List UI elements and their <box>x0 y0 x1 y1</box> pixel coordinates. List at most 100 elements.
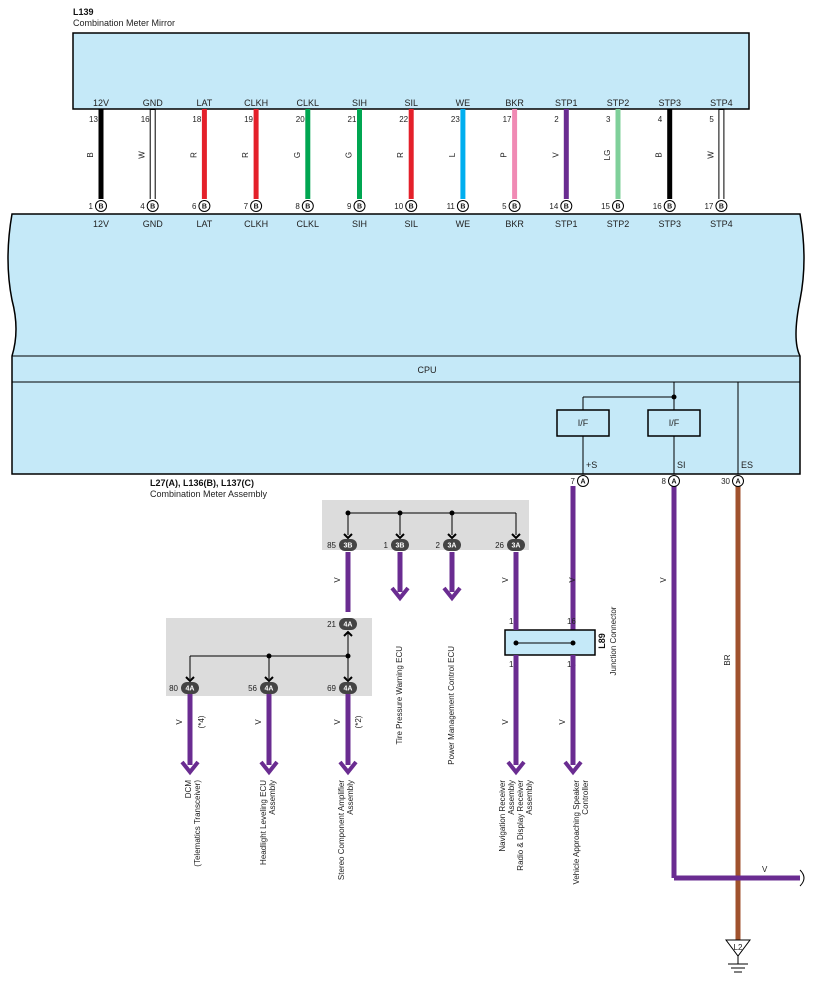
wire-code-85: V <box>333 577 342 583</box>
output-pin-es: 30 <box>721 477 730 486</box>
wire-code-stp2: LG <box>603 150 612 161</box>
assembly-pin-num-clkh: 7 <box>244 202 249 211</box>
junction-4a-out-terminal-56 <box>260 682 278 694</box>
assembly-terminal-conn-12v: B <box>98 204 103 211</box>
assembly-pin-name-sih: SIH <box>352 219 367 229</box>
output-terminal-es <box>732 475 744 487</box>
mirror-harness: 12V13BB112VGND16WB4GNDLAT18RB6LATCLKH19R… <box>86 98 733 229</box>
device-power-management-ecu: Power Management Control ECU <box>447 646 456 765</box>
output-terminal-conn-es: A <box>735 479 740 486</box>
junction-block-3 <box>322 500 529 550</box>
junction-4a-chevron-69 <box>343 676 353 683</box>
junction-3-dot-85 <box>345 510 351 516</box>
wire-code-26: V <box>501 577 510 583</box>
output-terminal-si <box>668 475 680 487</box>
assembly-terminal-sih <box>353 200 366 212</box>
mirror-pin-num-gnd: 16 <box>141 115 150 124</box>
if-block-left <box>556 409 610 437</box>
wire-code-gnd: W <box>138 151 147 159</box>
device-dcm: DCM(Telematics Transceiver) <box>184 780 202 867</box>
assembly-terminal-conn-stp3: B <box>667 204 672 211</box>
assembly-pin-num-we: 11 <box>447 202 456 211</box>
assembly-pin-num-stp4: 17 <box>704 202 713 211</box>
assembly-pin-name-stp4: STP4 <box>710 219 733 229</box>
assembly-terminal-stp2 <box>612 200 624 212</box>
junction-3-dot-2 <box>449 510 455 516</box>
junction-3-terminal-26 <box>507 539 525 551</box>
junction-4a-dot-69 <box>345 653 351 659</box>
mirror-box <box>72 32 750 110</box>
wire-code-l89-15: V <box>558 719 567 725</box>
wire-code-sih: G <box>345 152 354 158</box>
assembly-terminal-conn-sil: B <box>409 204 414 211</box>
assembly-body <box>7 213 805 475</box>
if-bus-dot <box>671 394 677 400</box>
wire-code-12v: B <box>86 152 95 157</box>
junction-4a-out-terminal-80 <box>181 682 199 694</box>
mirror-name: Combination Meter Mirror <box>73 18 175 28</box>
mirror-pin-name-lat: LAT <box>196 98 212 108</box>
junction-3-terminal-1 <box>391 539 409 551</box>
device-stereo-amplifier: Stereo Component AmplifierAssembly <box>337 780 355 880</box>
assembly-pin-num-stp2: 15 <box>601 202 610 211</box>
mirror-pin-num-clkl: 20 <box>296 115 305 124</box>
output-pin-si: 8 <box>662 477 667 486</box>
junction-4a-out-terminal-69 <box>339 682 357 694</box>
wire-code-lat: R <box>189 152 198 158</box>
assembly-pin-name-stp2: STP2 <box>607 219 630 229</box>
mirror-pin-num-stp3: 4 <box>658 115 663 124</box>
mirror-pin-name-stp3: STP3 <box>658 98 681 108</box>
mirror-pin-name-stp4: STP4 <box>710 98 733 108</box>
ground-symbol-l2: L2 <box>725 930 751 973</box>
wire-code-4a-56: V <box>254 719 263 725</box>
arrow-tire-ecu <box>390 586 410 602</box>
arrow-power-ecu <box>442 586 462 602</box>
junction-4a-in-terminal <box>339 618 357 630</box>
junction-4a-out-terminal-80-conn: 4A <box>186 686 195 693</box>
assembly-terminal-conn-stp2: B <box>615 204 620 211</box>
mirror-pin-num-clkh: 19 <box>244 115 253 124</box>
assembly-terminal-conn-clkl: B <box>305 204 310 211</box>
mirror-pin-num-12v: 13 <box>89 115 98 124</box>
assembly-pin-name-stp1: STP1 <box>555 219 578 229</box>
mirror-pin-num-lat: 18 <box>192 115 201 124</box>
assembly-terminal-stp3 <box>663 200 676 212</box>
output-terminal-plus-s <box>577 475 589 487</box>
mirror-pin-name-clkl: CLKL <box>297 98 320 108</box>
assembly-pin-name-clkh: CLKH <box>244 219 268 229</box>
device-tire-pressure-ecu: Tire Pressure Warning ECU <box>395 646 404 745</box>
wire-code-stp4: W <box>706 151 715 159</box>
junction-3-terminal-1-conn: 3B <box>396 543 405 550</box>
output-name-es: ES <box>741 460 753 470</box>
mirror-pin-name-we: WE <box>456 98 471 108</box>
assembly-id: L27(A), L136(B), L137(C) <box>150 478 254 488</box>
assembly-terminal-conn-stp1: B <box>564 204 569 211</box>
l89-pin-16: 16 <box>567 617 576 626</box>
wire-code-clkh: R <box>241 152 250 158</box>
mirror-pin-name-clkh: CLKH <box>244 98 268 108</box>
wire-code-clkl: G <box>293 152 302 158</box>
arrow-vasc <box>563 760 583 776</box>
junction-4a-out-terminal-56-pin: 56 <box>248 684 257 693</box>
assembly-pin-name-gnd: GND <box>143 219 164 229</box>
assembly-terminal-conn-stp4: B <box>719 204 724 211</box>
ground-label: L2 <box>734 943 743 952</box>
assembly-terminal-we <box>456 200 469 212</box>
arrow-4a-69 <box>338 760 358 776</box>
junction-3-terminal-1-pin: 1 <box>384 541 389 550</box>
assembly-pin-num-12v: 1 <box>89 202 94 211</box>
l89-name: Junction Connector <box>609 606 618 675</box>
assembly-pin-num-clkl: 8 <box>295 202 300 211</box>
arrow-nav-receiver <box>506 760 526 776</box>
mirror-pin-name-gnd: GND <box>143 98 164 108</box>
junction-4a-out-terminal-69-pin: 69 <box>327 684 336 693</box>
wire-code-bkr: P <box>500 152 509 157</box>
device-headlight-ecu: Headlight Leveling ECUAssembly <box>259 780 277 865</box>
assembly-pin-num-sih: 9 <box>347 202 352 211</box>
assembly-pin-num-gnd: 4 <box>140 202 145 211</box>
junction-4a-in-terminal-pin: 21 <box>327 620 336 629</box>
junction-3-dot-1 <box>397 510 403 516</box>
wire-code-l89-18: V <box>501 719 510 725</box>
output-pin-plus-s: 7 <box>571 477 576 486</box>
